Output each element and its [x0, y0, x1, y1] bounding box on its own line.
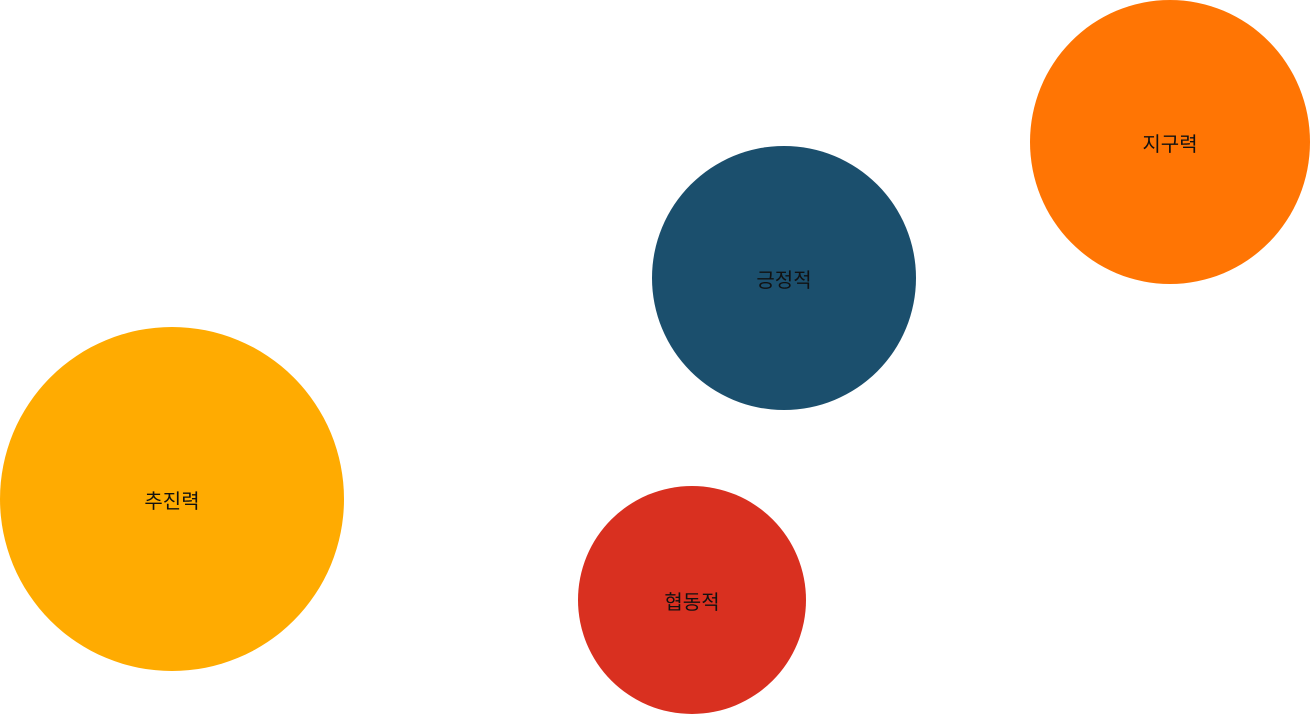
bubble-positive-label: 긍정적: [756, 267, 812, 292]
bubble-endurance[interactable]: 지구력: [1030, 0, 1310, 284]
bubble-drive-label: 추진력: [144, 488, 200, 513]
bubble-cooperative-label: 협동적: [664, 589, 720, 614]
bubble-cooperative[interactable]: 협동적: [578, 486, 806, 714]
bubble-drive[interactable]: 추진력: [0, 327, 344, 671]
bubble-endurance-label: 지구력: [1142, 131, 1198, 156]
bubble-positive[interactable]: 긍정적: [652, 146, 916, 410]
